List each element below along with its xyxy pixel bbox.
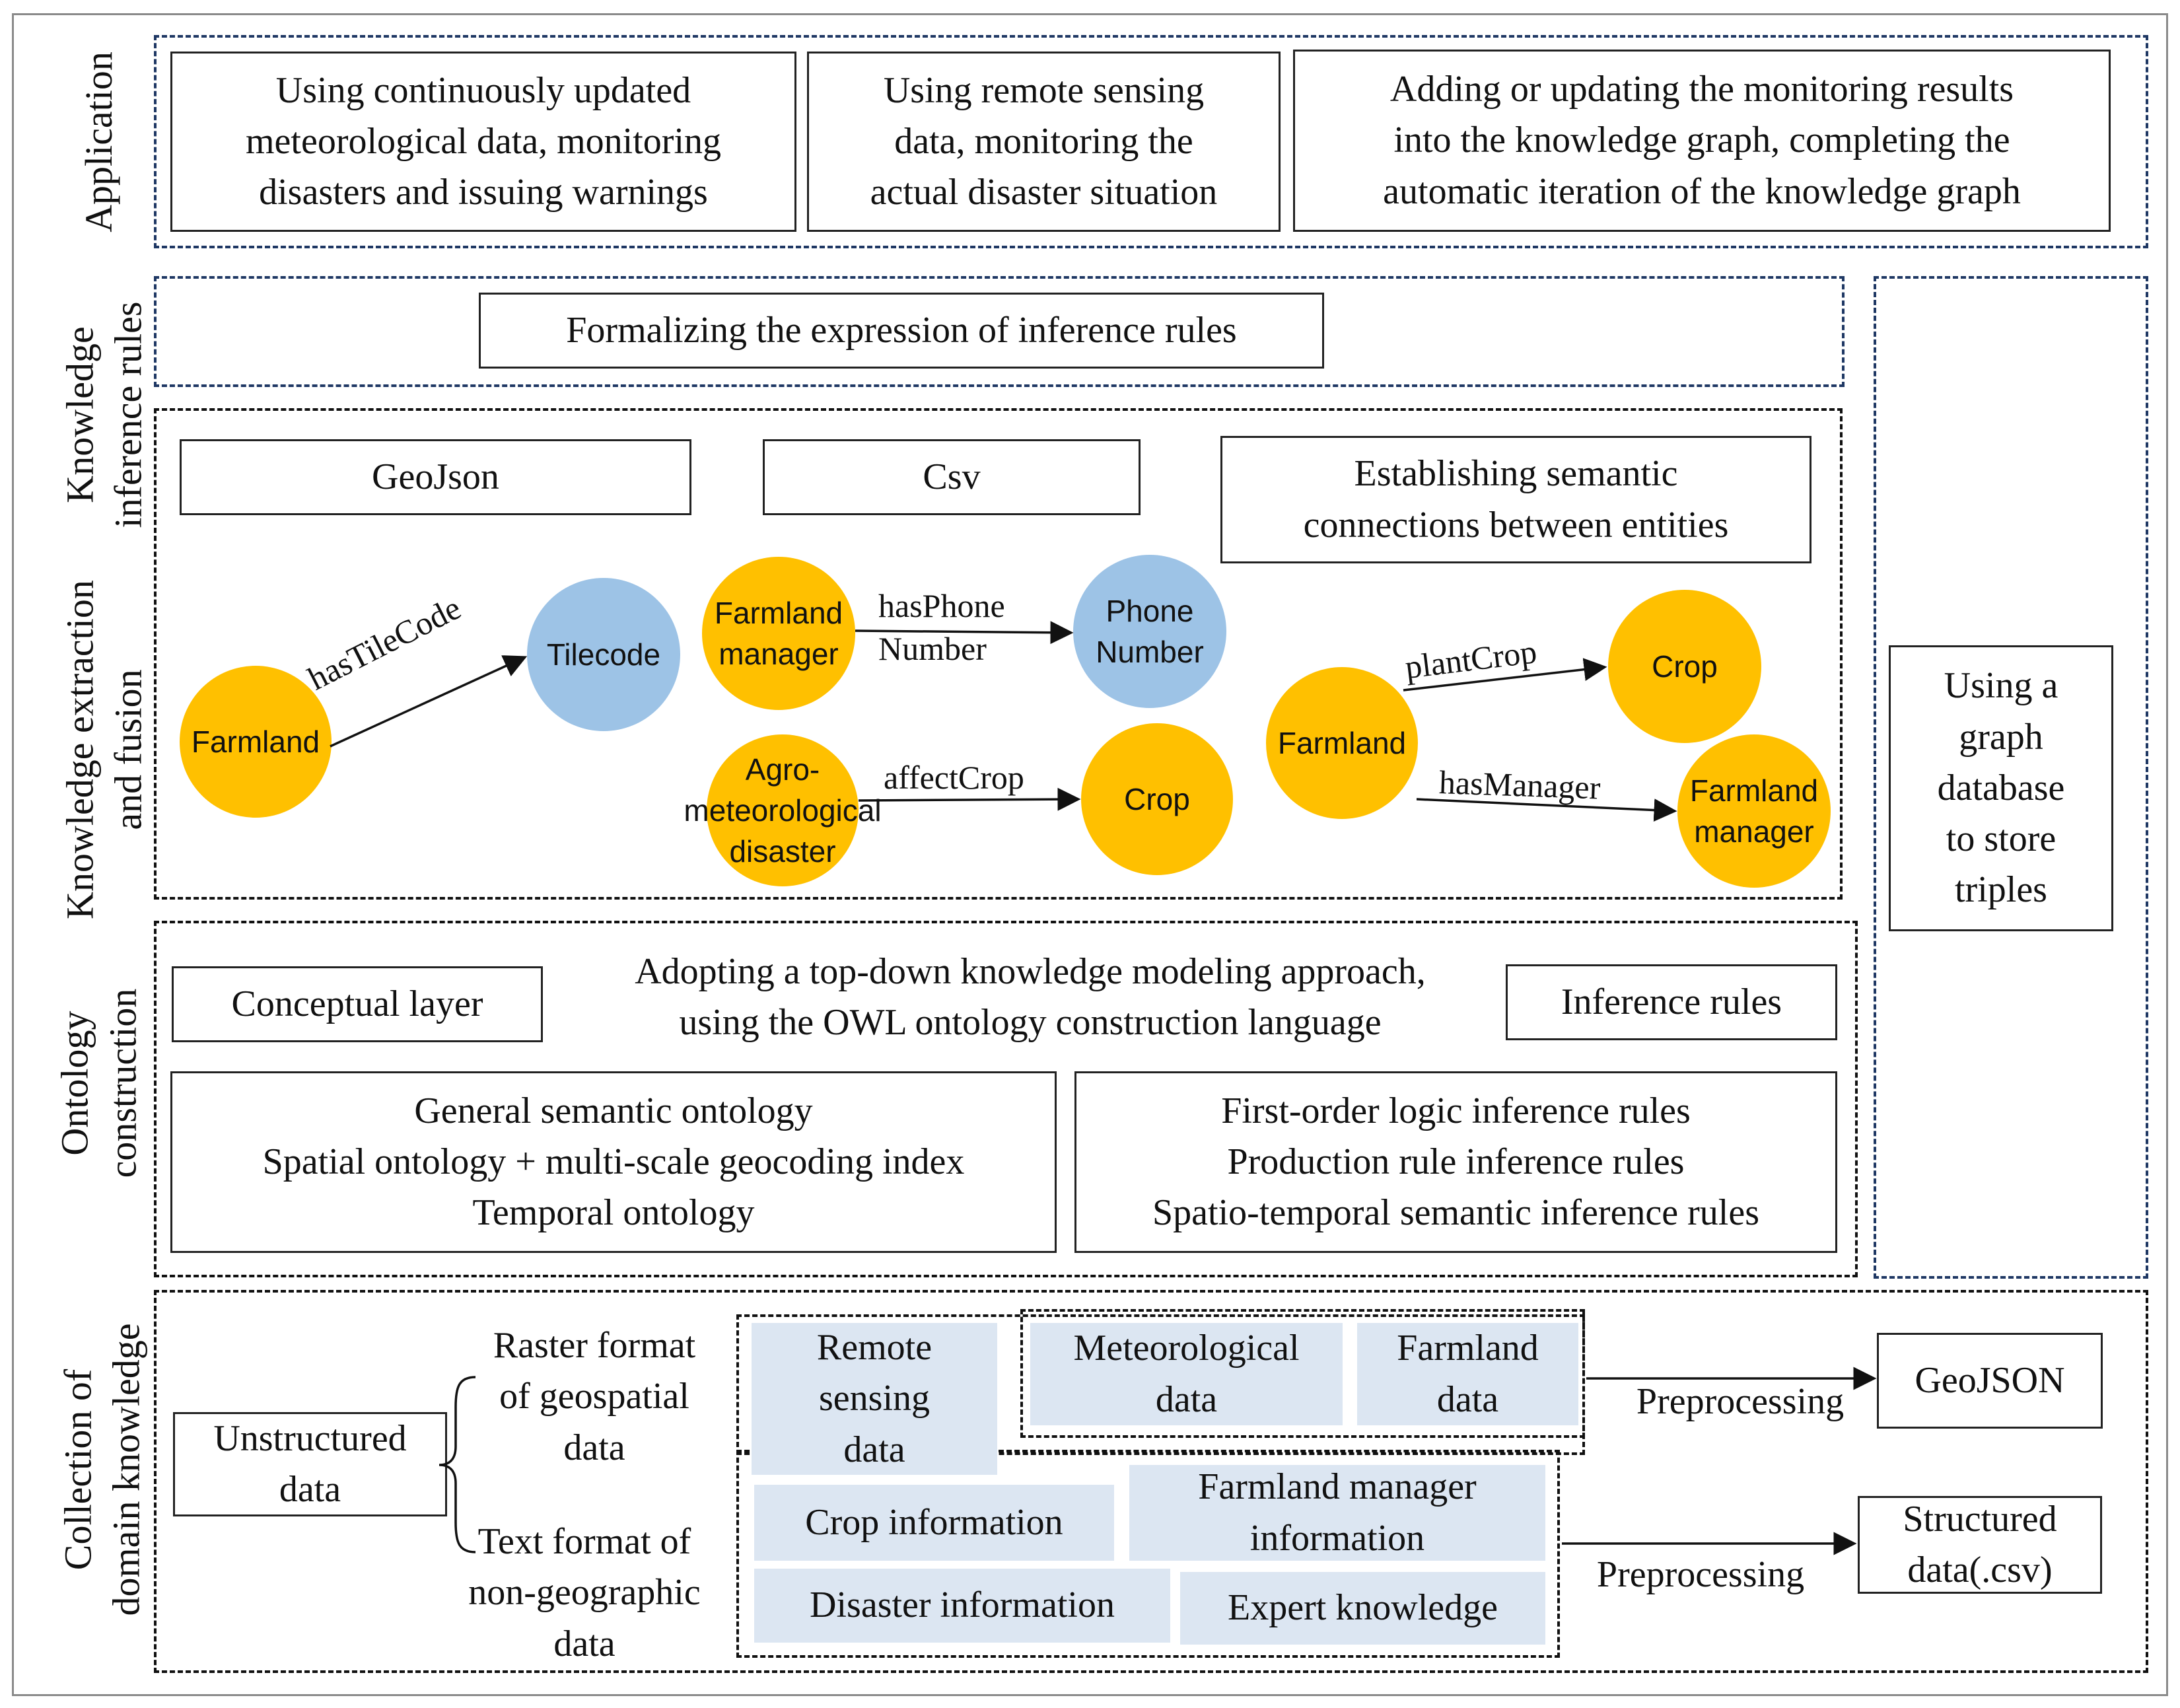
arrow-affect-crop: [858, 787, 1081, 811]
text-format-text: Text format of non-geographic data: [468, 1521, 701, 1664]
node-agro-meteorological-disaster: Agro- meteorological disaster: [684, 734, 882, 886]
raster-format-text: Raster format of geospatial data: [493, 1325, 696, 1468]
graph-database-section: [1874, 276, 2148, 1279]
structured-data-output-box: Structured data(.csv): [1858, 1496, 2102, 1594]
ontologies-box: General semantic ontology Spatial ontolo…: [170, 1071, 1057, 1253]
node-farmland: Farmland: [180, 666, 332, 818]
graph-database-box: Using a graph database to store triples: [1889, 645, 2113, 931]
inference-section: [154, 276, 1845, 387]
node-tilecode: Tilecode: [527, 578, 680, 731]
conceptual-layer-box: Conceptual layer: [172, 966, 543, 1042]
expert-knowledge-item: Expert knowledge: [1180, 1572, 1545, 1645]
application-box-remote-sensing: Using remote sensing data, monitoring th…: [807, 52, 1281, 232]
unstructured-data-box: Unstructured data: [173, 1412, 447, 1516]
arrow-has-phone-number: [855, 621, 1074, 645]
text-data-group: [736, 1450, 1560, 1658]
preprocessing-label-2: Preprocessing: [1596, 1554, 1805, 1596]
csv-box: Csv: [763, 439, 1141, 515]
node-crop-2: Crop: [1608, 590, 1761, 743]
meteorological-data-item: Meteorological data: [1030, 1323, 1343, 1425]
arrow-has-manager: [1416, 798, 1677, 822]
edge-label-affect-crop: affectCrop: [884, 759, 1024, 796]
preprocessing-label-1: Preprocessing: [1636, 1381, 1845, 1423]
application-section: [154, 35, 2148, 248]
edge-label-has-phone-number: hasPhone Number: [878, 587, 1005, 667]
application-box-meteorological: Using continuously updated meteorologica…: [170, 52, 796, 232]
meteorological-data-group: [1020, 1309, 1585, 1438]
arrow-has-tile-code: [330, 655, 528, 748]
remote-sensing-data-item: Remote sensing data: [752, 1323, 997, 1475]
inference-rules-box: Inference rules: [1506, 964, 1837, 1040]
crop-information-item: Crop information: [754, 1485, 1114, 1561]
collection-section: [154, 1290, 2148, 1673]
outer-frame: [12, 13, 2168, 1696]
geojson-output-box: GeoJSON: [1877, 1333, 2103, 1429]
node-phone-number: Phone Number: [1073, 555, 1226, 708]
node-crop: Crop: [1081, 723, 1233, 875]
inference-rules-list-box: First-order logic inference rules Produc…: [1074, 1071, 1837, 1253]
brace: [439, 1376, 476, 1553]
application-box-iteration: Adding or updating the monitoring result…: [1293, 50, 2111, 232]
farmland-manager-information-item: Farmland manager information: [1129, 1465, 1545, 1561]
formalizing-rules-box: Formalizing the expression of inference …: [479, 293, 1324, 369]
geojson-box: GeoJson: [180, 439, 691, 515]
extraction-section: [154, 408, 1843, 900]
arrow-plant-crop: [1403, 658, 1607, 692]
node-farmland-2: Farmland: [1266, 667, 1418, 819]
semantic-connections-box: Establishing semantic connections betwee…: [1220, 436, 1811, 563]
disaster-information-item: Disaster information: [754, 1569, 1170, 1643]
ontology-section: [154, 921, 1858, 1277]
node-farmland-manager: Farmland manager: [702, 557, 855, 710]
modeling-approach-text: Adopting a top-down knowledge modeling a…: [635, 950, 1426, 1043]
farmland-data-item: Farmland data: [1357, 1323, 1578, 1425]
node-farmland-manager-2: Farmland manager: [1677, 734, 1831, 888]
